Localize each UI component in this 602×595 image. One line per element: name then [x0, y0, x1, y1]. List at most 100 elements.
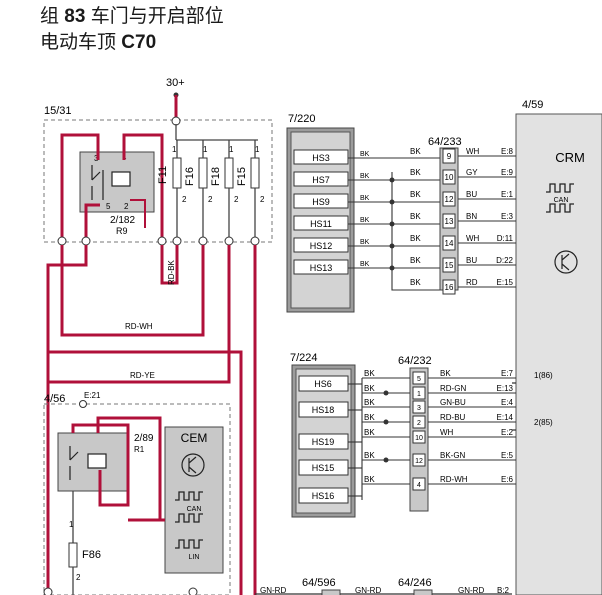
ground-node-220 — [389, 221, 395, 227]
wire-left-feed — [46, 245, 88, 595]
crm-transistor-icon — [554, 250, 578, 274]
fuse-F86-pin2: 2 — [76, 573, 81, 582]
crm-relay-pins — [512, 382, 516, 431]
conn-64-233-pin: 16 — [442, 279, 456, 295]
fuse-bus — [175, 124, 258, 141]
cem-transistor-icon — [181, 453, 205, 477]
conn-64-233-wire-left: BK — [410, 256, 421, 265]
conn-64-233-pin: 12 — [442, 191, 456, 207]
wire-hs3-label: BK — [360, 151, 370, 158]
wire-rd-ye — [48, 245, 231, 384]
switch-hs11-label: HS11 — [310, 219, 332, 229]
fuse-F18-pin2: 2 — [234, 195, 239, 204]
conn-64-233-pin-number: 10 — [445, 173, 454, 182]
switch-hs15: HS15 — [298, 459, 349, 476]
switch-hs7-label: HS7 — [312, 175, 330, 185]
conn-64-232-pin: 10 — [412, 430, 426, 444]
conn-64-232-wire-color: RD-GN — [440, 384, 466, 393]
conn-64-233-pin-number: 16 — [445, 283, 454, 292]
conn-64-233-pin-number: 9 — [447, 152, 452, 161]
conn-64-232-wire-left: BK — [364, 475, 375, 484]
switch-hs18-label: HS18 — [312, 405, 335, 415]
relay-wire-c — [122, 133, 164, 240]
fuse-F18-pin1: 1 — [229, 145, 234, 154]
crm-pin-b2: B:2 — [497, 586, 510, 595]
switch-hs12-label: HS12 — [310, 241, 333, 251]
crm-pin-86: 1(86) — [534, 371, 553, 380]
fuse-F11-pin2: 2 — [182, 195, 187, 204]
conn-64-233-id: 64/233 — [428, 136, 462, 148]
wire-rd-wh-label: RD-WH — [125, 322, 153, 331]
conn-64-232-pin: 4 — [412, 477, 426, 491]
switch-hs6: HS6 — [298, 375, 349, 392]
crm-pin-label: E:14 — [497, 413, 514, 422]
crm-pin-label: E:3 — [501, 212, 514, 221]
ground-bus-220 — [391, 172, 440, 291]
conn-7-224-id: 7/224 — [290, 352, 318, 364]
wire-rd-wh — [60, 245, 205, 337]
relay-wire-a — [60, 133, 100, 240]
relay-box-id: 4/56 — [44, 393, 65, 405]
conn-64-596-id: 64/596 — [302, 577, 336, 589]
title-model-prefix: 电动车顶 — [40, 32, 117, 53]
conn-64-232-pin: 2 — [412, 415, 426, 429]
switch-hs9-label: HS9 — [312, 197, 330, 207]
wire-hs7-label: BK — [360, 173, 370, 180]
fuse-F15-pin2: 2 — [260, 195, 265, 204]
crm-can-label: CAN — [554, 197, 569, 204]
fuse-F16-pin2: 2 — [208, 195, 213, 204]
title-group: 组 83 车门与开启部位 — [40, 6, 224, 28]
crm-pin-label: D:22 — [496, 256, 513, 265]
relay-2-182-ref: R9 — [116, 226, 128, 236]
relay-2-182-pin5: 5 — [106, 202, 111, 211]
conn-64-232-pin: 12 — [412, 453, 426, 467]
fuse-F15-pin1: 1 — [255, 145, 260, 154]
conn-64-246-id: 64/246 — [398, 577, 432, 589]
supply-terminal — [171, 116, 181, 126]
crm-pin-label: E:8 — [501, 147, 514, 156]
fuse-F16-pin1: 1 — [203, 145, 208, 154]
conn-64-232-pin-number: 10 — [415, 435, 423, 442]
crm-pin-label: E:13 — [497, 384, 514, 393]
conn-64-246-housing — [413, 589, 433, 595]
supply-label: 30+ — [166, 77, 185, 89]
wire-rd-bk — [160, 245, 179, 285]
conn-64-233-pin: 10 — [442, 169, 456, 185]
fuse-F11 — [172, 140, 182, 240]
switch-hs19: HS19 — [298, 433, 349, 450]
switch-hs11: HS11 — [293, 215, 349, 231]
fuse-F86 — [68, 542, 78, 595]
fusebox-terminals — [57, 236, 260, 246]
cem-can-icon — [175, 491, 203, 549]
wire-hs12-label: BK — [360, 239, 370, 246]
conn-64-233-wire-left: BK — [410, 234, 421, 243]
conn-64-233-wire-color: BU — [466, 256, 477, 265]
conn-64-232-wire-color: RD-BU — [440, 413, 466, 422]
crm-can-icon — [546, 183, 574, 213]
crm-pin-label: E:1 — [501, 190, 514, 199]
ground-node-220 — [389, 199, 395, 205]
wire-gn-rd-a: GN-RD — [260, 586, 286, 595]
crm-module — [515, 113, 602, 595]
wire-hs9-label: BK — [360, 195, 370, 202]
conn-64-233-pin: 14 — [442, 235, 456, 251]
fuse-F11-label: F11 — [157, 166, 169, 184]
switch-hs13: HS13 — [293, 259, 349, 275]
crm-pin-85: 2(85) — [534, 418, 553, 427]
conn-64-233-pin-number: 12 — [445, 195, 454, 204]
fuse-F86-pin1: 1 — [69, 520, 74, 529]
conn-64-233-wire-left: BK — [410, 212, 421, 221]
switch-hs7: HS7 — [293, 171, 349, 187]
conn-64-233-wire-color: GY — [466, 168, 478, 177]
crm-pin-label: E:7 — [501, 369, 514, 378]
conn-64-232-pin-number: 3 — [417, 405, 421, 412]
conn-64-232-wire-color: WH — [440, 428, 454, 437]
crm-pin-label: E:15 — [497, 278, 514, 287]
wire-gn-rd-c: GN-RD — [458, 586, 484, 595]
fuse-F11-pin1: 1 — [172, 145, 177, 154]
fuse-F15 — [250, 140, 260, 240]
title-group-name: 车门与开启部位 — [90, 6, 224, 27]
